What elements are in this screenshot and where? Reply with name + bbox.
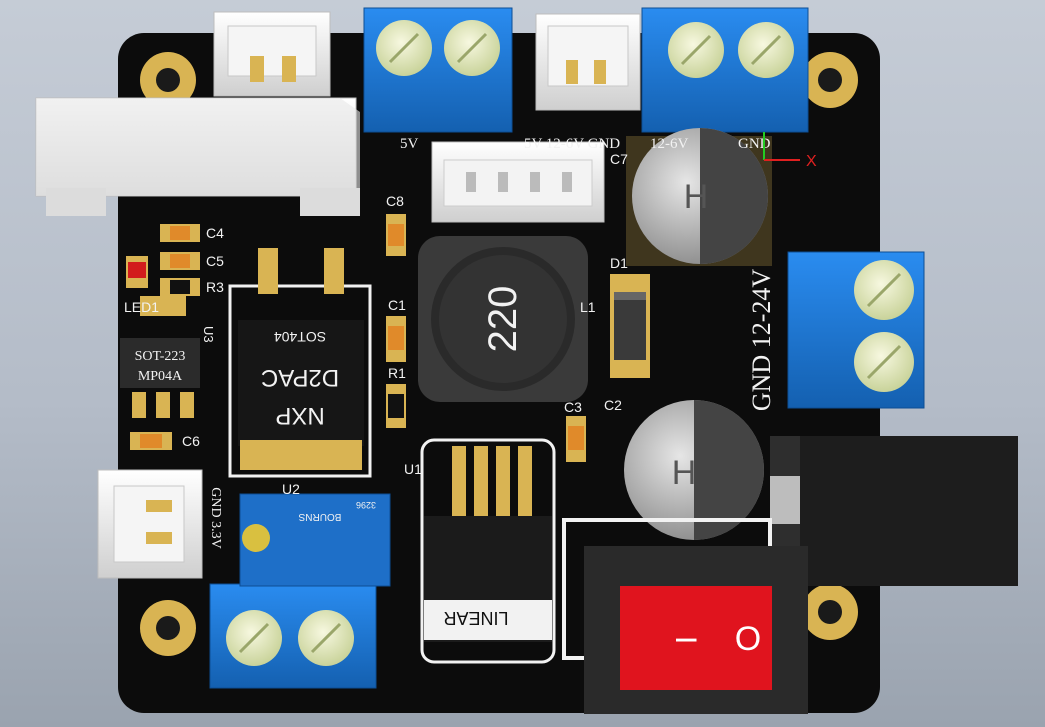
smd-c5	[160, 252, 200, 270]
smd-c6	[130, 432, 172, 450]
u3-part: MP04A	[138, 369, 183, 384]
cap-c2-marking: H	[672, 454, 697, 492]
label-3v3-gnd: GND 3.3V	[208, 487, 223, 548]
smd-c8	[386, 214, 406, 256]
ref-c2: C2	[604, 397, 622, 413]
label-input-12-24v: GND 12-24V	[747, 269, 776, 411]
jst-header-top-left	[213, 11, 331, 97]
mounting-hole-bottom-right	[802, 584, 858, 640]
u2-line2: NXP	[275, 402, 324, 429]
ic-u1: LINEAR	[420, 438, 556, 664]
ref-d1: D1	[610, 255, 628, 271]
switch-off-label: O	[735, 620, 761, 658]
label-gnd: GND	[738, 136, 771, 152]
ref-u3: U3	[201, 326, 216, 343]
u2-package-top: SOT404	[274, 329, 326, 345]
diode-d1	[610, 274, 650, 378]
regulator-u3: SOT-223 MP04A	[120, 296, 200, 418]
terminal-5v-gnd	[363, 7, 513, 133]
ref-c3: C3	[564, 399, 582, 415]
smd-c1	[386, 316, 406, 362]
ref-led1: LED1	[124, 299, 159, 315]
dc-jack	[770, 436, 1018, 586]
trimmer-pot: BOURNS 3296	[239, 493, 391, 587]
mounting-hole-bottom-left	[140, 600, 196, 656]
ref-r3: R3	[206, 279, 224, 295]
smd-led1	[126, 256, 148, 288]
terminal-12-6v-gnd	[641, 7, 809, 133]
mounting-hole-top-right	[802, 52, 858, 108]
electrolytic-cap-c2: H	[624, 400, 764, 540]
terminal-bottom	[209, 583, 377, 689]
jst-header-left	[97, 469, 203, 579]
u3-package: SOT-223	[135, 349, 186, 364]
label-5v: 5V	[400, 136, 419, 152]
ref-c1: C1	[388, 297, 406, 313]
jst-header-top-mid	[535, 13, 641, 111]
ref-c5: C5	[206, 253, 224, 269]
ref-u2: U2	[282, 481, 300, 497]
rocker-switch: I O	[562, 518, 808, 714]
ref-c4: C4	[206, 225, 224, 241]
trimpot-value: 3296	[356, 500, 376, 510]
label-5v-12-6v-gnd: 5V 12-6V GND	[524, 136, 620, 152]
u2-line1: D2PAC	[261, 364, 339, 391]
ref-c8: C8	[386, 193, 404, 209]
smd-c3	[566, 416, 586, 462]
smd-c4	[160, 224, 200, 242]
ref-c6: C6	[182, 433, 200, 449]
trimpot-brand: BOURNS	[298, 511, 341, 522]
switch-on-label: I	[669, 636, 702, 644]
ref-l1: L1	[580, 299, 596, 315]
usb-connector	[35, 97, 360, 216]
ref-r1: R1	[388, 365, 406, 381]
label-12-6v: 12-6V	[650, 136, 688, 152]
axis-marker: X	[763, 132, 817, 170]
cap-c7-marking: H	[684, 178, 709, 216]
u1-brand: LINEAR	[443, 608, 508, 628]
mounting-hole-top-left	[140, 52, 196, 108]
terminal-input-12-24v	[787, 251, 925, 409]
inductor-l1: 220	[418, 236, 588, 402]
jst-header-4pin	[431, 141, 605, 223]
smd-r1	[386, 384, 406, 428]
ref-c7: C7	[610, 151, 628, 167]
ref-u1: U1	[404, 461, 422, 477]
inductor-value: 220	[481, 286, 525, 353]
smd-r3	[160, 278, 200, 296]
electrolytic-cap-c7: H	[626, 128, 772, 266]
regulator-u2: SOT404 D2PAC NXP	[228, 248, 372, 478]
axis-x-label: X	[806, 153, 817, 170]
